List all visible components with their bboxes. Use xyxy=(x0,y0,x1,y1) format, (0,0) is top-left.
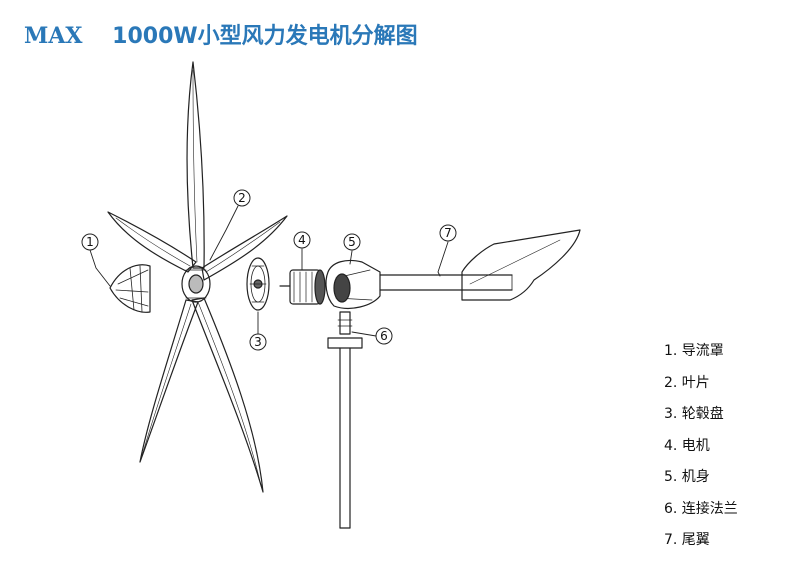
legend-item-tail-fin: 7. 尾翼 xyxy=(664,532,710,548)
callout-6-label: 6 xyxy=(380,329,388,343)
callout-4: 4 xyxy=(293,231,311,249)
callout-6: 6 xyxy=(375,327,393,345)
legend-item-body: 5. 机身 xyxy=(664,469,710,485)
motor xyxy=(279,269,326,305)
callout-4-label: 4 xyxy=(298,233,306,247)
hub-disc xyxy=(246,257,270,311)
title-brand: MAX xyxy=(24,23,83,49)
legend-item-motor: 4. 电机 xyxy=(664,437,710,454)
legend-item-flange: 6. 连接法兰 xyxy=(664,500,738,517)
legend-item-hub-disc: 3. 轮毂盘 xyxy=(664,406,724,422)
callout-2: 2 xyxy=(233,189,251,207)
callout-7-label: 7 xyxy=(444,226,452,240)
callout-7: 7 xyxy=(439,224,457,242)
diagram-title: MAX 1000W小型风力发电机分解图 xyxy=(24,18,418,50)
tower-pole xyxy=(327,337,363,529)
leader-lines xyxy=(89,205,449,337)
parts-legend: 1. 导流罩 2. 叶片 3. 轮毂盘 4. 电机 5. 机身 6. 连接法兰 … xyxy=(664,340,738,561)
blade-top xyxy=(186,61,205,269)
blade-left xyxy=(107,211,197,273)
blade-lower-left xyxy=(139,299,199,463)
legend-item-blade: 2. 叶片 xyxy=(664,374,710,391)
callout-3: 3 xyxy=(249,333,267,351)
callout-1-label: 1 xyxy=(86,235,94,249)
callout-2-label: 2 xyxy=(238,191,246,205)
callout-5-label: 5 xyxy=(348,235,356,249)
title-model: 1000W小型风力发电机分解图 xyxy=(112,24,418,49)
callout-3-label: 3 xyxy=(254,335,262,349)
nacelle-body xyxy=(325,259,381,335)
legend-item-nose-cone: 1. 导流罩 xyxy=(664,343,724,359)
blade-right xyxy=(201,215,288,281)
callout-group: 1 2 3 4 5 6 7 xyxy=(81,189,457,351)
tail-fin xyxy=(379,229,581,301)
blade-assembly xyxy=(107,61,288,493)
callout-5: 5 xyxy=(343,233,361,251)
nose-cone xyxy=(109,264,151,313)
callout-1: 1 xyxy=(81,233,99,251)
blade-lower-right xyxy=(191,297,264,493)
